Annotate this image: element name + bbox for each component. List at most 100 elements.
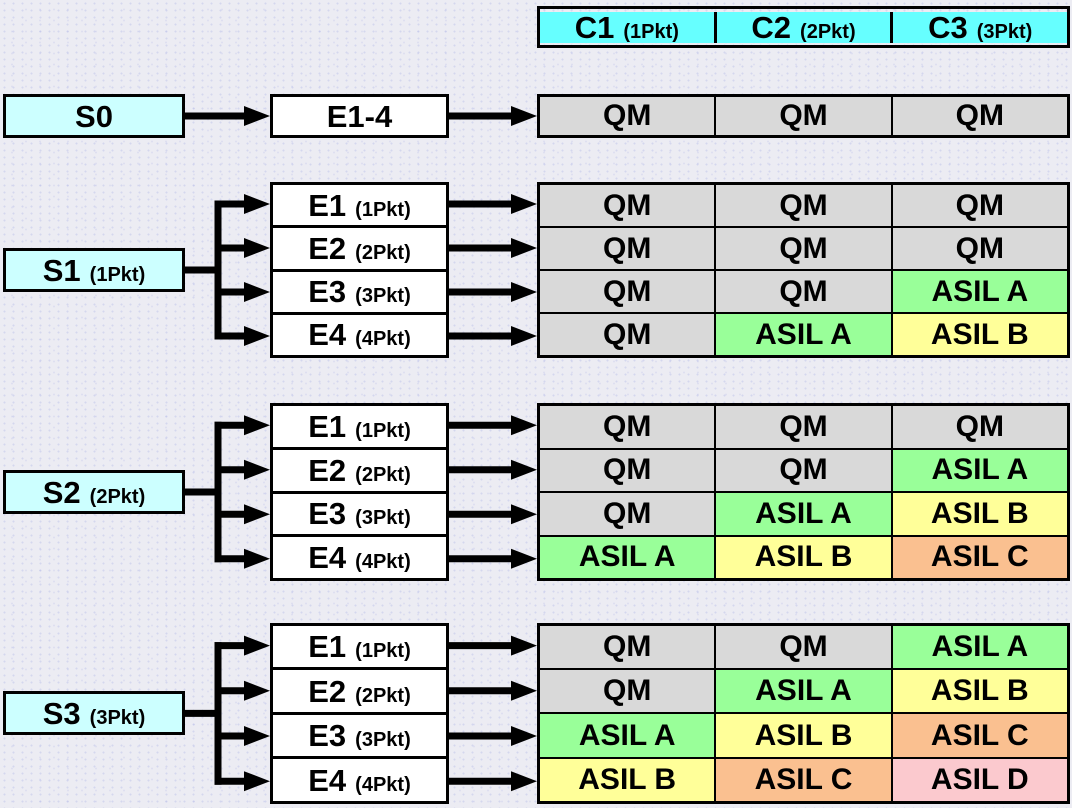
matrix-cell-qm: QM (716, 97, 893, 135)
severity-main-text: S0 (75, 98, 113, 134)
matrix-cell-qm: QM (540, 228, 717, 269)
exposure-box-e1: E1(1Pkt) (273, 406, 446, 450)
matrix-cell-asil-a: ASIL A (716, 314, 893, 355)
matrix-cell-qm: QM (716, 271, 893, 312)
matrix-cell-text: ASIL A (578, 540, 676, 574)
exposure-box-label: E3(3Pkt) (308, 276, 411, 307)
header-main-text: C3 (928, 9, 968, 45)
exposure-box-label: E1-4 (327, 101, 392, 132)
matrix-cell-text: QM (779, 99, 828, 132)
severity-main-text: S1 (42, 252, 81, 288)
exposure-box-e4: E4(4Pkt) (273, 537, 446, 578)
matrix-cell-text: ASIL D (930, 762, 1029, 796)
exposure-box-e4: E4 (4Pkt) (273, 314, 446, 355)
exposure-sub-text: (2Pkt) (355, 241, 411, 264)
exposure-main-text: E1-4 (326, 98, 393, 134)
exposure-box-label: E4(4Pkt) (308, 542, 411, 573)
severity-box-s2: S2(2Pkt) (3, 470, 185, 514)
severity-box-s0: S0 (3, 94, 185, 138)
matrix-cell-asil-b: ASIL B (892, 314, 1067, 355)
matrix-cell-text: QM (603, 409, 652, 443)
matrix-cell-text: QM (779, 409, 828, 443)
matrix-cell-text: QM (603, 630, 652, 664)
severity-box-label: S3(3Pkt) (43, 698, 146, 729)
arrow-head (511, 459, 537, 480)
matrix-cell-text: QM (603, 188, 652, 222)
matrix-cell-text: QM (603, 274, 652, 308)
matrix-cell-asil-a: ASIL A (892, 449, 1067, 491)
exposure-box-e2: E2(2Pkt) (273, 228, 446, 272)
matrix-cell-asil-b: ASIL B (892, 493, 1067, 535)
matrix-cell-asil-d: ASIL D (892, 758, 1067, 801)
arrow-head (511, 106, 537, 126)
arrow-head (511, 415, 537, 436)
matrix-cell-text: QM (779, 231, 828, 265)
header-cell-label: C3 (3Pkt) (928, 12, 1032, 43)
matrix-cell-text: ASIL A (755, 674, 852, 708)
matrix-cell-text: ASIL B (754, 540, 853, 574)
matrix-cell-asil-a: ASIL A (892, 626, 1067, 669)
arrow-head (244, 282, 270, 302)
matrix-cell-text: QM (955, 409, 1004, 443)
arrow-head (511, 680, 537, 701)
header-sub-text: (3Pkt) (976, 20, 1033, 43)
arrow-head (511, 282, 537, 302)
matrix-cell-text: QM (779, 188, 828, 222)
matrix-cell-text: QM (603, 231, 652, 265)
matrix-cell-qm: QM (540, 449, 717, 491)
header-cell-c1: C1(1Pkt) (540, 11, 717, 43)
exposure-box-e1: E1(1Pkt) (273, 185, 446, 229)
exposure-box-label: E2(2Pkt) (308, 233, 411, 264)
matrix-cell-text: ASIL A (931, 453, 1029, 487)
exposure-box-label: E4(4Pkt) (308, 765, 411, 796)
exposure-sub-text: (1Pkt) (355, 640, 411, 663)
exposure-box-e1: E1 (1Pkt) (273, 626, 446, 671)
severity-sub-text: (3Pkt) (89, 706, 146, 729)
matrix-cell-text: QM (779, 453, 828, 487)
exposure-box-label: E1 (1Pkt) (308, 631, 411, 662)
exposure-sub-text: (3Pkt) (355, 507, 411, 530)
exposure-main-text: E1 (308, 629, 347, 665)
arrow-head (511, 326, 537, 346)
matrix-cell-qm: QM (540, 406, 717, 448)
exposure-box-e2: E2(2Pkt) (273, 670, 446, 715)
arrow-head (244, 548, 270, 569)
matrix-cell-asil-a: ASIL A (540, 536, 717, 578)
exposure-main-text: E1 (308, 187, 347, 223)
exposure-sub-text: (4Pkt) (355, 328, 411, 351)
arrow-head (244, 680, 270, 701)
matrix-cell-qm: QM (540, 97, 717, 135)
exposure-main-text: E4 (308, 317, 347, 353)
exposure-box-e3: E3(3Pkt) (273, 493, 446, 538)
exposure-main-text: E3 (308, 718, 347, 754)
severity-box-s3: S3(3Pkt) (3, 691, 185, 736)
severity-main-text: S2 (42, 474, 81, 510)
exposure-box-e1-4: E1-4 (273, 97, 446, 135)
arrow-head (244, 326, 270, 346)
matrix-cell-qm: QM (716, 449, 893, 491)
arrow-head (511, 504, 537, 525)
matrix-cell-text: ASIL B (754, 718, 853, 752)
matrix-cell-text: ASIL B (930, 496, 1029, 530)
matrix-cell-asil-b: ASIL B (716, 536, 893, 578)
matrix-cell-qm: QM (540, 626, 717, 669)
exposure-column-s3: E1(1Pkt)E2(2Pkt)E3(3Pkt)E4(4Pkt) (270, 623, 449, 804)
exposure-main-text: E4 (308, 762, 347, 798)
matrix-cell-qm: QM (892, 228, 1067, 269)
matrix-cell-text: QM (603, 453, 652, 487)
severity-sub-text: (1Pkt) (89, 263, 146, 286)
matrix-row: QM QM QM (540, 228, 1067, 271)
matrix-cell-qm: QM (716, 185, 893, 226)
matrix-cell-asil-c: ASIL C (716, 758, 893, 801)
header-cell-c3: C3 (3Pkt) (893, 11, 1068, 43)
matrix-cell-asil-a: ASIL A (540, 714, 717, 757)
exposure-sub-text: (2Pkt) (355, 684, 411, 707)
